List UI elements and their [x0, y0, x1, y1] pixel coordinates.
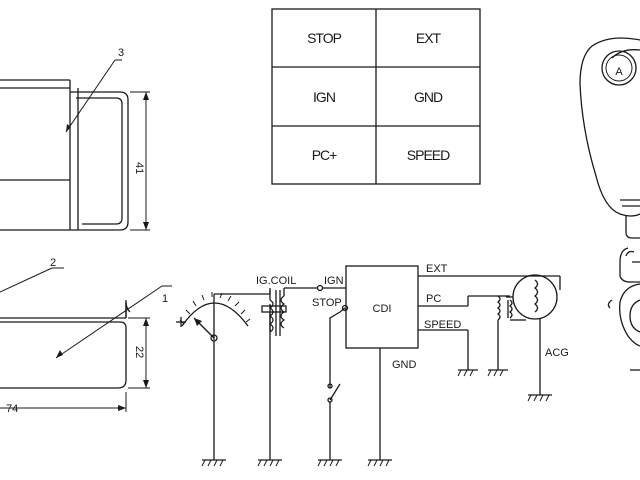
circuit-schematic — [176, 265, 561, 467]
label-ig-coil: IG.COIL — [256, 275, 296, 287]
connector-drawing — [579, 37, 640, 371]
label-speed: SPEED — [424, 319, 461, 331]
pin-cell-stop: STOP — [307, 30, 342, 46]
pin-cell-pc: PC+ — [312, 147, 337, 163]
dimension-74 — [0, 392, 127, 412]
callout-1: 1 — [162, 293, 168, 305]
part-side-view — [0, 267, 172, 389]
dim-74-label: 74 — [6, 403, 18, 415]
dim-22-label: 22 — [133, 346, 145, 358]
connector-label-a: A — [615, 66, 623, 78]
part-top-view — [0, 59, 129, 231]
callout-3: 3 — [118, 47, 124, 59]
pin-cell-speed: SPEED — [407, 147, 450, 163]
dim-41-label: 41 — [133, 162, 145, 174]
label-ign: IGN — [324, 275, 344, 287]
pin-table — [271, 8, 481, 185]
pin-cell-ign: IGN — [313, 89, 335, 105]
label-gnd: GND — [392, 359, 417, 371]
callout-2: 2 — [50, 257, 56, 269]
label-cdi: CDI — [373, 303, 392, 315]
label-pc: PC — [426, 293, 441, 305]
label-stop: STOP — [312, 297, 342, 309]
dimension-22 — [128, 317, 150, 389]
label-acg: ACG — [545, 347, 569, 359]
pin-cell-ext: EXT — [416, 30, 442, 46]
dimension-41 — [130, 91, 150, 231]
pin-cell-gnd: GND — [414, 89, 443, 105]
label-ext: EXT — [426, 263, 448, 275]
